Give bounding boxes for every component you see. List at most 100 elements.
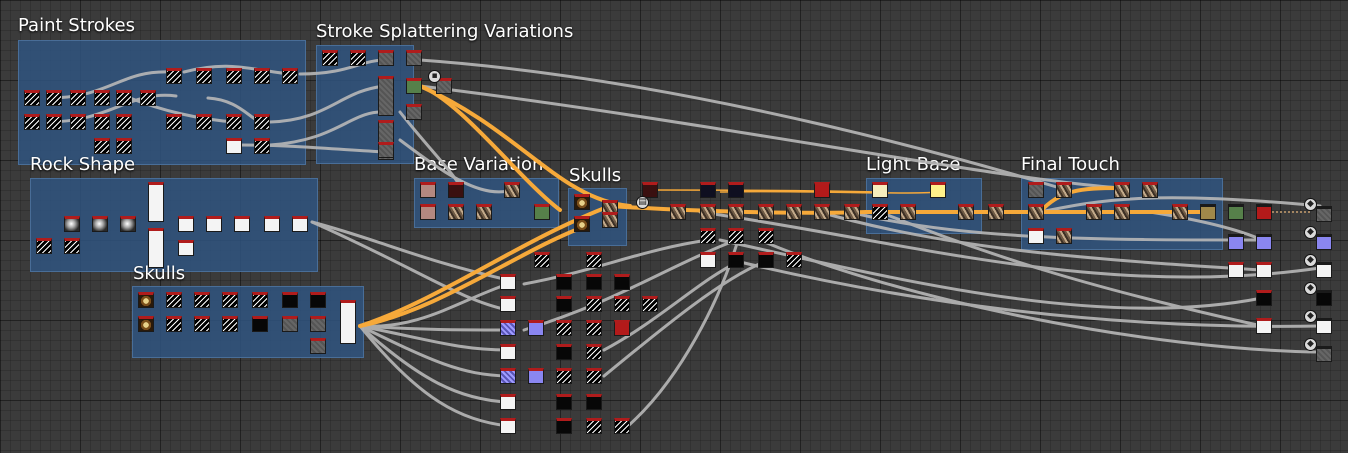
graph-node[interactable] <box>556 320 572 336</box>
graph-node[interactable] <box>196 114 212 130</box>
graph-node[interactable] <box>322 50 338 66</box>
graph-node[interactable] <box>148 182 164 222</box>
graph-node[interactable] <box>24 90 40 106</box>
graph-node[interactable] <box>1256 204 1272 220</box>
graph-node[interactable] <box>500 368 516 384</box>
comment-icon[interactable]: ▤ <box>636 196 649 209</box>
graph-node[interactable] <box>64 216 80 232</box>
graph-node[interactable] <box>614 274 630 290</box>
graph-node[interactable] <box>1256 262 1272 278</box>
graph-node[interactable] <box>378 76 394 116</box>
graph-node[interactable] <box>872 204 888 220</box>
graph-node[interactable] <box>556 368 572 384</box>
graph-node[interactable] <box>614 296 630 312</box>
cube-output-icon[interactable]: ◆ <box>1304 282 1317 295</box>
graph-node[interactable] <box>1028 228 1044 244</box>
graph-node[interactable] <box>728 252 744 268</box>
graph-node[interactable] <box>36 238 52 254</box>
graph-node[interactable] <box>930 182 946 198</box>
graph-node[interactable] <box>728 182 744 198</box>
graph-node[interactable] <box>138 292 154 308</box>
graph-node[interactable] <box>1256 290 1272 306</box>
graph-node[interactable] <box>226 68 242 84</box>
graph-node[interactable] <box>728 228 744 244</box>
graph-node[interactable] <box>378 142 394 158</box>
graph-node[interactable] <box>94 90 110 106</box>
cube-output-icon[interactable]: ◆ <box>1304 226 1317 239</box>
graph-node[interactable] <box>70 114 86 130</box>
graph-node[interactable] <box>350 50 366 66</box>
graph-node[interactable] <box>252 316 268 332</box>
graph-node[interactable] <box>814 204 830 220</box>
graph-node[interactable] <box>1142 182 1158 198</box>
graph-node[interactable] <box>166 292 182 308</box>
graph-node[interactable] <box>226 138 242 154</box>
graph-node[interactable] <box>844 204 860 220</box>
graph-node[interactable] <box>1200 204 1216 220</box>
graph-node[interactable] <box>226 114 242 130</box>
graph-node[interactable] <box>282 316 298 332</box>
graph-node[interactable] <box>586 368 602 384</box>
graph-node[interactable] <box>94 114 110 130</box>
graph-node[interactable] <box>614 320 630 336</box>
graph-node[interactable] <box>1228 262 1244 278</box>
graph-node[interactable] <box>586 274 602 290</box>
graph-node[interactable] <box>140 90 156 106</box>
graph-node[interactable] <box>340 300 356 344</box>
graph-node[interactable] <box>556 344 572 360</box>
graph-node[interactable] <box>872 182 888 198</box>
graph-node[interactable] <box>556 274 572 290</box>
graph-node[interactable] <box>500 394 516 410</box>
graph-node[interactable] <box>534 204 550 220</box>
graph-node[interactable] <box>254 114 270 130</box>
graph-node[interactable] <box>758 228 774 244</box>
graph-node[interactable] <box>1086 204 1102 220</box>
graph-node[interactable] <box>556 418 572 434</box>
graph-node[interactable] <box>138 316 154 332</box>
graph-node[interactable] <box>574 194 590 210</box>
graph-node[interactable] <box>574 216 590 232</box>
cube-output-icon[interactable]: ◆ <box>1304 338 1317 351</box>
graph-node[interactable] <box>500 296 516 312</box>
graph-node[interactable] <box>1256 234 1272 250</box>
graph-node[interactable] <box>1256 318 1272 334</box>
graph-node[interactable] <box>1056 182 1072 198</box>
graph-node[interactable] <box>448 182 464 198</box>
graph-node[interactable] <box>586 394 602 410</box>
graph-node[interactable] <box>614 418 630 434</box>
graph-node[interactable] <box>148 228 164 268</box>
graph-node[interactable] <box>264 216 280 232</box>
graph-node[interactable] <box>556 296 572 312</box>
graph-node[interactable] <box>166 114 182 130</box>
graph-node[interactable] <box>254 68 270 84</box>
graph-node[interactable] <box>958 204 974 220</box>
graph-node[interactable] <box>406 78 422 94</box>
graph-node[interactable] <box>282 68 298 84</box>
graph-node[interactable] <box>700 182 716 198</box>
graph-node[interactable] <box>988 204 1004 220</box>
graph-node[interactable] <box>476 204 492 220</box>
graph-node[interactable] <box>116 90 132 106</box>
graph-node[interactable] <box>282 292 298 308</box>
graph-node[interactable] <box>194 316 210 332</box>
graph-node[interactable] <box>94 138 110 154</box>
graph-node[interactable] <box>178 216 194 232</box>
graph-node[interactable] <box>528 320 544 336</box>
graph-node[interactable] <box>406 104 422 120</box>
graph-node[interactable] <box>378 50 394 66</box>
graph-node[interactable] <box>46 114 62 130</box>
graph-node[interactable] <box>728 204 744 220</box>
graph-node[interactable] <box>642 182 658 198</box>
graph-node[interactable] <box>116 138 132 154</box>
graph-node[interactable] <box>1172 204 1188 220</box>
graph-node[interactable] <box>310 292 326 308</box>
graph-node[interactable] <box>166 68 182 84</box>
graph-node[interactable] <box>500 320 516 336</box>
graph-node[interactable] <box>222 316 238 332</box>
graph-node[interactable] <box>436 78 452 94</box>
graph-node[interactable] <box>500 344 516 360</box>
graph-node[interactable] <box>642 296 658 312</box>
graph-node[interactable] <box>534 252 550 268</box>
graph-node[interactable] <box>206 216 222 232</box>
